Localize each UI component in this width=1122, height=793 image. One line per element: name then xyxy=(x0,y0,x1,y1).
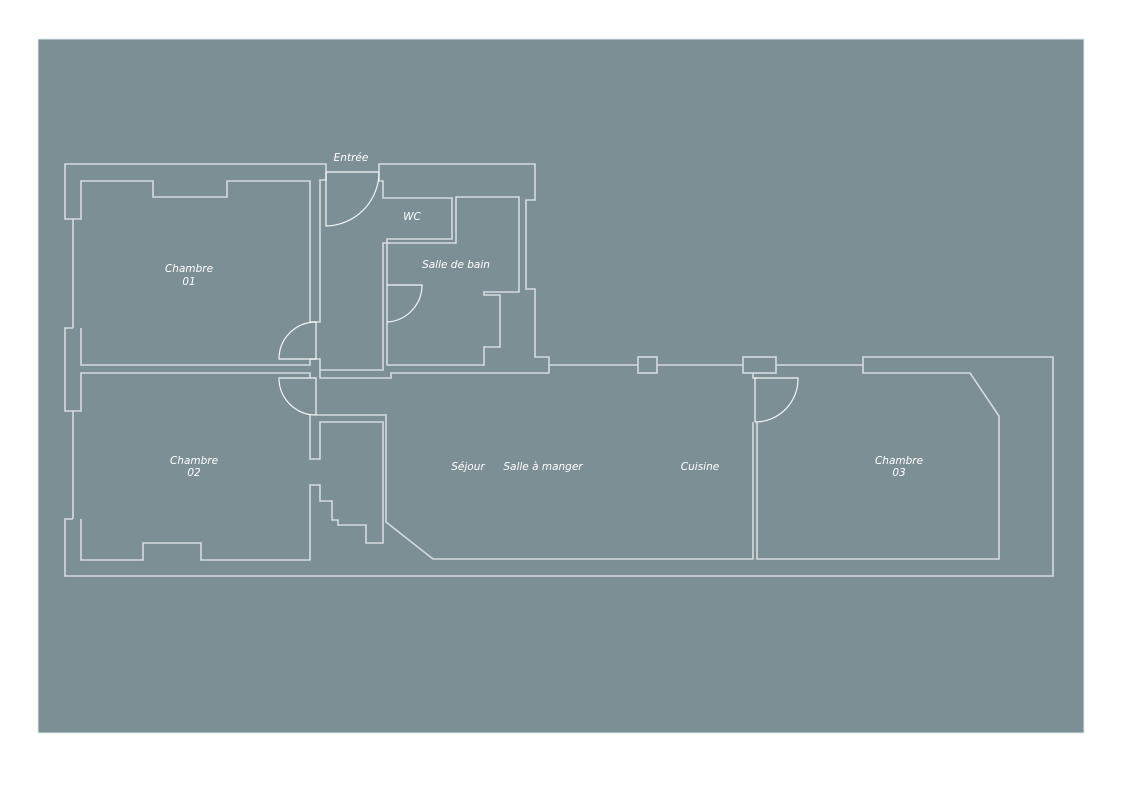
label-wc: WC xyxy=(403,211,421,223)
doors xyxy=(278,171,799,423)
bathroom-door xyxy=(386,284,423,323)
chambre03-door xyxy=(754,377,799,423)
label-sejour: Séjour xyxy=(451,461,485,473)
plan-background xyxy=(37,38,1085,734)
entrance-door xyxy=(325,171,380,227)
label-chambre02-name: Chambre xyxy=(170,455,218,467)
room-labels: Entrée WC Salle de bain Chambre 01 Chamb… xyxy=(165,152,923,479)
label-salle-de-bain: Salle de bain xyxy=(422,259,490,271)
chambre02-door xyxy=(278,377,317,416)
walls xyxy=(64,163,1054,577)
label-chambre01-number: 01 xyxy=(182,276,195,288)
label-entree: Entrée xyxy=(334,152,369,164)
label-chambre03-number: 03 xyxy=(892,467,905,479)
label-cuisine: Cuisine xyxy=(681,461,719,473)
label-salle-a-manger: Salle à manger xyxy=(503,461,583,473)
chambre01-door xyxy=(278,321,317,360)
label-chambre03-name: Chambre xyxy=(875,455,923,467)
label-chambre01-name: Chambre xyxy=(165,263,213,275)
label-chambre02-number: 02 xyxy=(187,467,201,479)
